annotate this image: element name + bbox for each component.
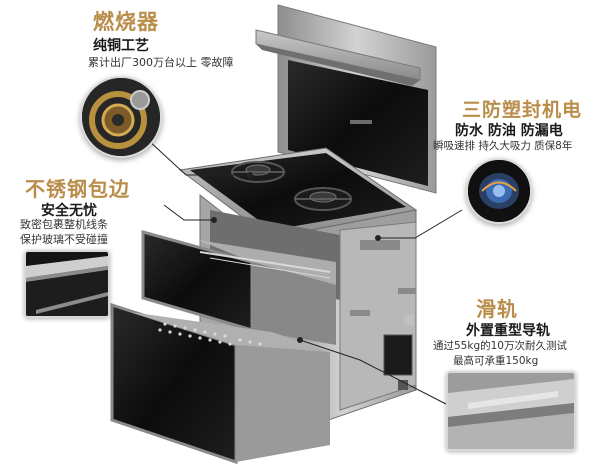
stainless-subtitle: 安全无忧: [41, 203, 97, 219]
rail-subtitle: 外置重型导轨: [466, 323, 550, 339]
rail-desc-1: 通过55kg的10万次耐久测试: [433, 340, 567, 352]
burner-subtitle: 纯铜工艺: [93, 38, 149, 54]
burner-title: 燃烧器: [93, 10, 159, 34]
slide-rail-closeup-icon: [446, 371, 576, 451]
callout-lines: [147, 139, 463, 405]
stainless-title: 不锈钢包边: [25, 177, 130, 201]
upper-drawer: [141, 230, 336, 345]
stainless-desc-1: 致密包裹整机线条: [20, 218, 108, 231]
steel-edge-closeup-icon: [24, 250, 110, 318]
stainless-desc-2: 保护玻璃不受碰撞: [20, 233, 108, 246]
rail-desc-2: 最高可承重150kg: [453, 355, 539, 367]
burner-closeup-icon: [80, 76, 162, 158]
motor-desc: 瞬吸速排 持久大吸力 质保8年: [433, 140, 573, 152]
rail-title: 滑轨: [476, 297, 518, 321]
motor-subtitle: 防水 防油 防漏电: [455, 123, 563, 139]
burner-desc: 累计出厂300万台以上 零故障: [88, 56, 234, 69]
fan-motor-closeup-icon: [466, 158, 532, 224]
motor-title: 三防塑封机电: [462, 99, 583, 121]
lower-drawer: [110, 302, 330, 465]
